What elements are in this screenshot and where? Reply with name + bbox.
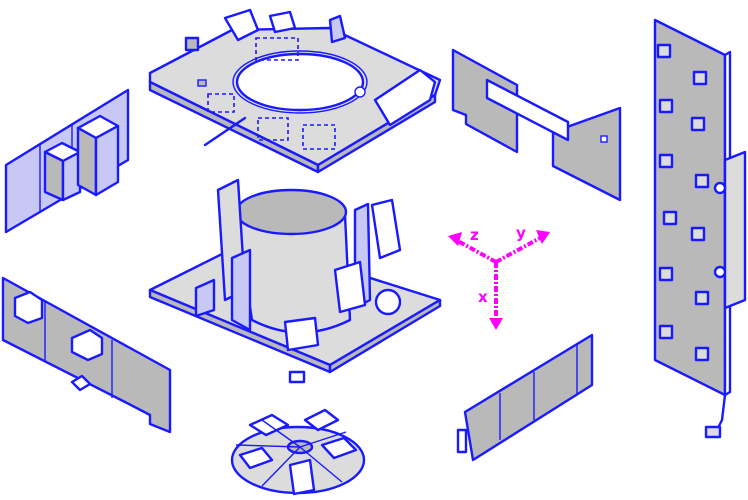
left-upper-panel [4,88,130,234]
bottom-disc-assembly [230,408,366,496]
x-arrow-icon [489,318,503,330]
right-upper-panel [451,48,622,202]
right-lower-panel [456,333,594,462]
z-axis-label: z [470,226,479,244]
z-axis-line [455,238,497,264]
axis-triad: z y x [448,224,550,330]
z-arrow-icon [448,232,462,246]
central-cylinder-module [148,178,442,384]
y-axis-label: y [516,224,526,242]
x-axis-label: x [478,288,488,306]
tall-right-panel [653,18,747,439]
tall-panel-chips [656,43,710,362]
top-deck-plate [148,8,442,174]
y-arrow-icon [536,230,550,244]
left-lower-panel [1,276,172,434]
y-axis-line [495,236,541,264]
